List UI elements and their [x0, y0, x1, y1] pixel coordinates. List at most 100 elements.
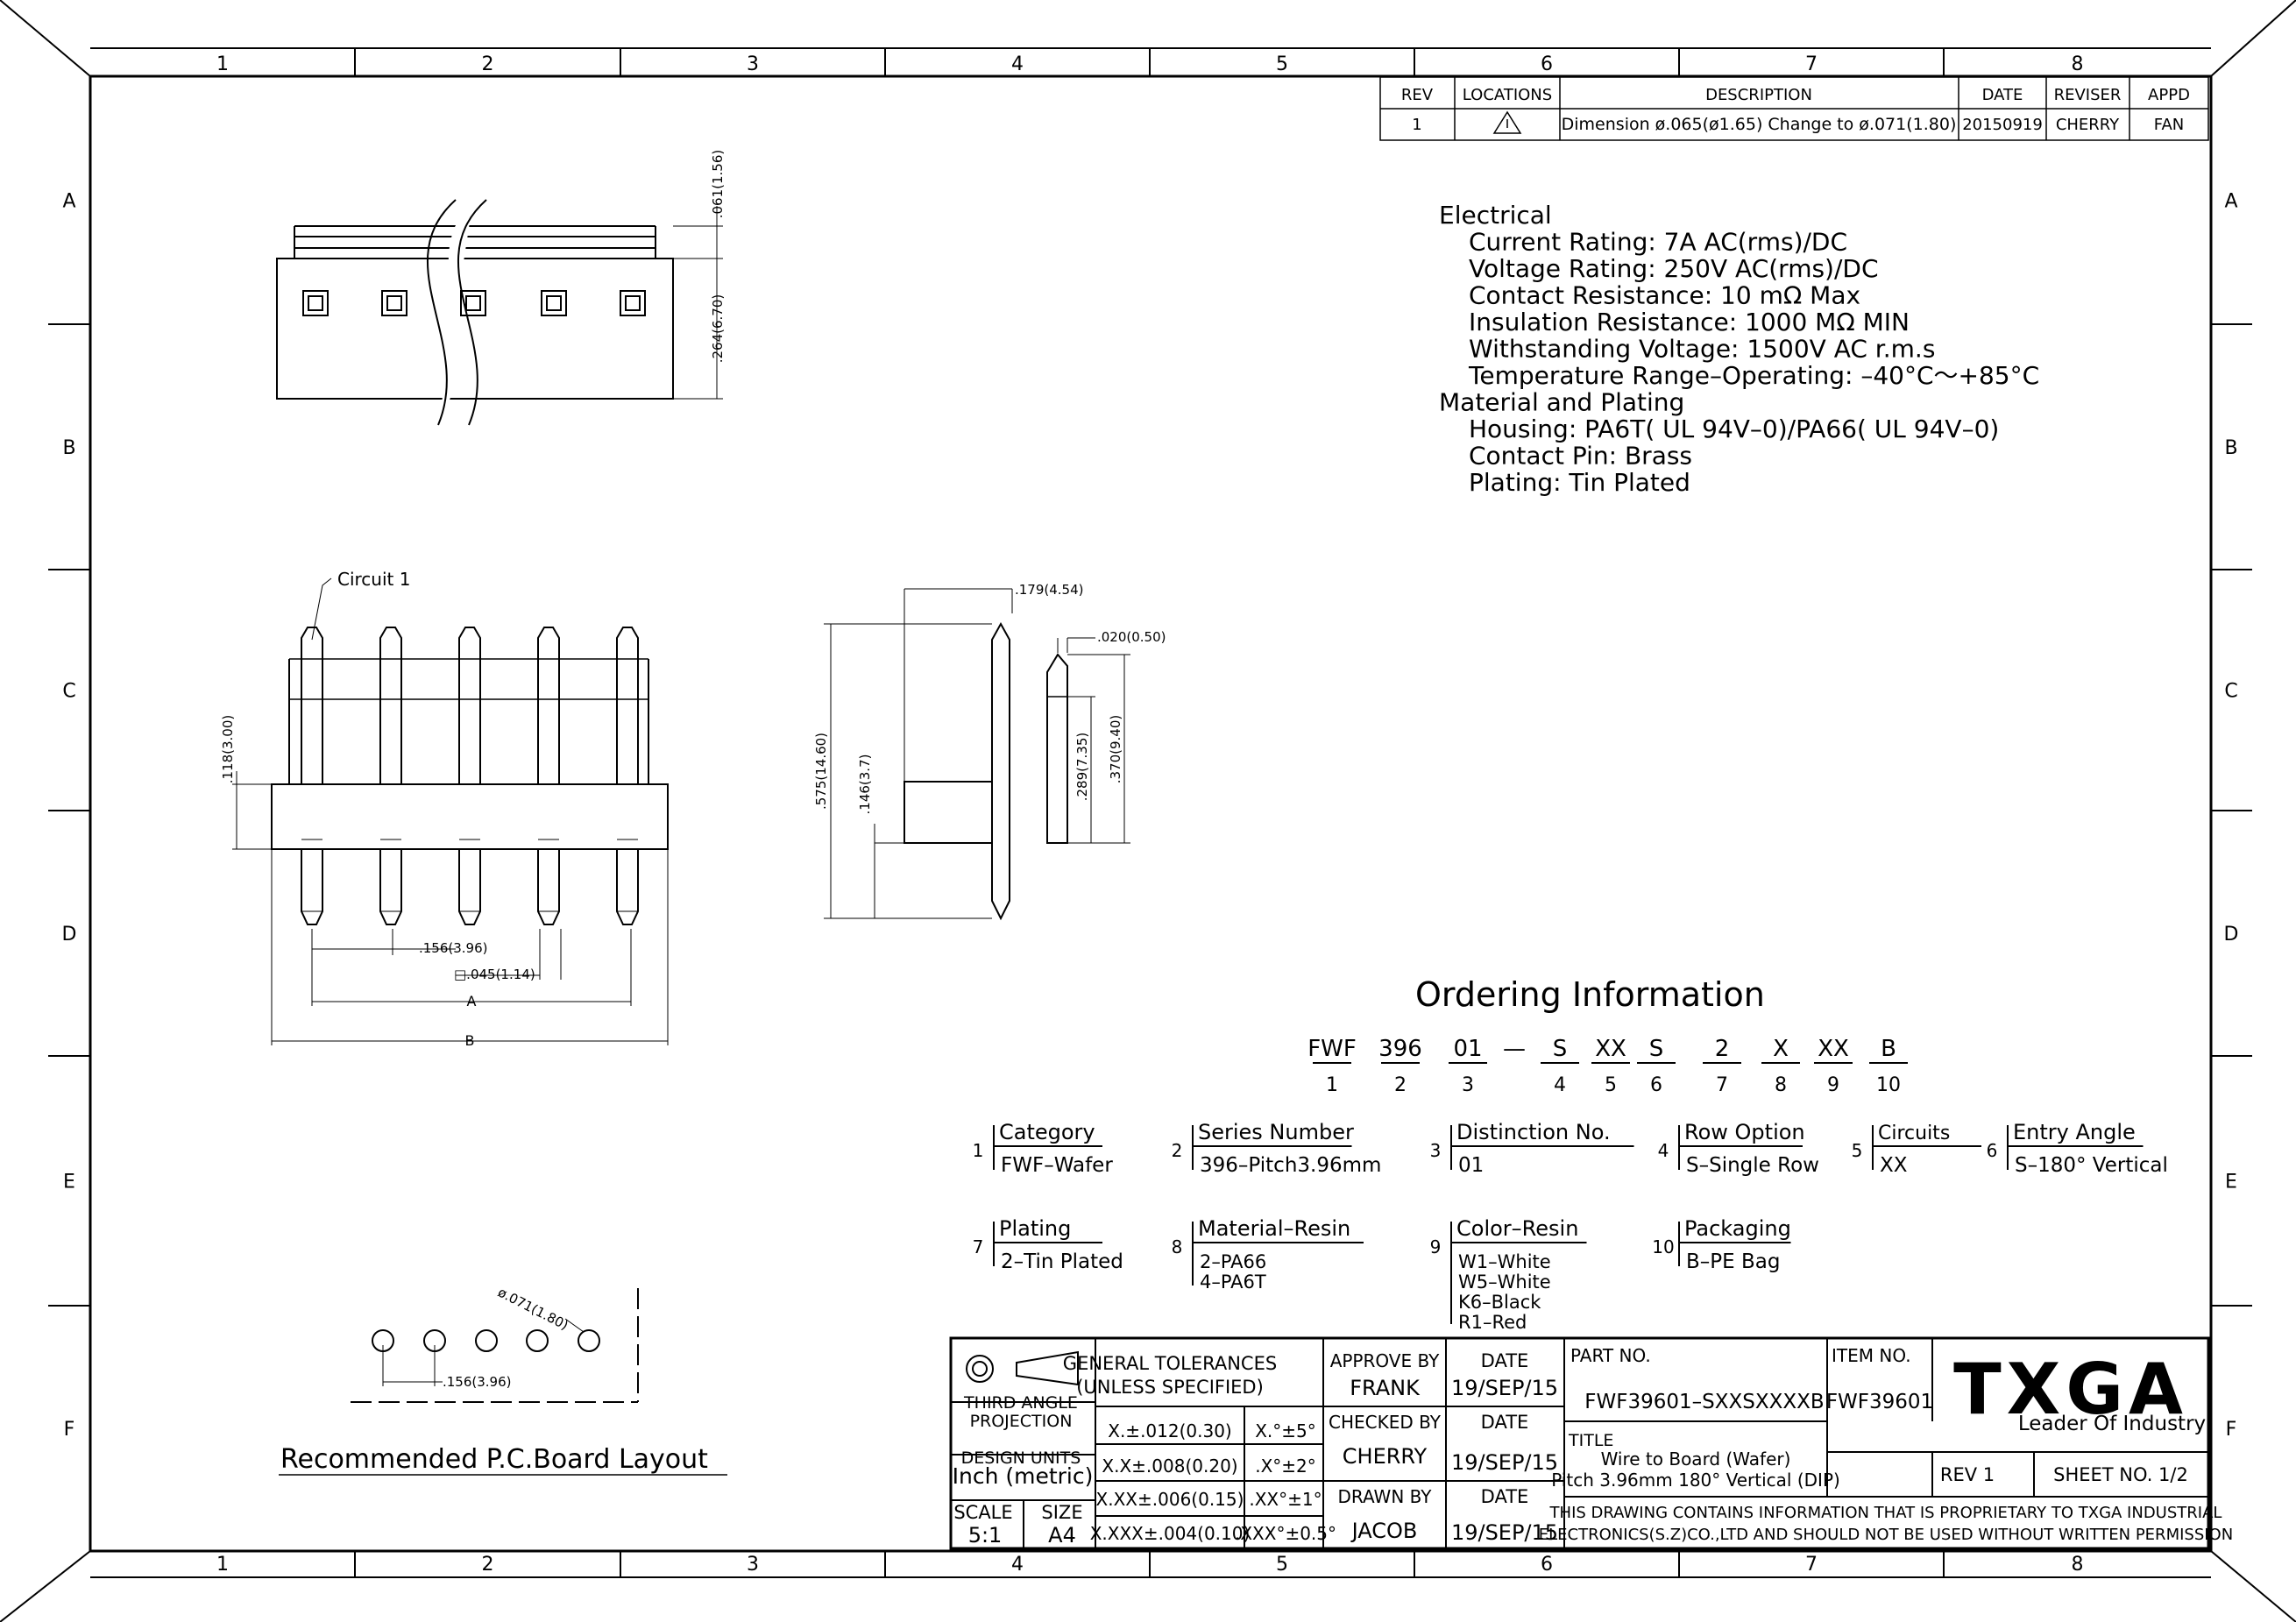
svg-text:2–PA66: 2–PA66 [1200, 1251, 1266, 1272]
revision-date: 20150919 [1962, 116, 2043, 134]
zone-col-label: 7 [1805, 53, 1818, 75]
pcb-layout-drawing [279, 1288, 727, 1476]
front-view-drawing [232, 577, 669, 1045]
dim-289: .289(7.35) [1074, 733, 1090, 802]
zone-col-label: 3 [747, 1554, 759, 1576]
pcb-pitch-dim: .156(3.96) [443, 1374, 512, 1390]
zone-row-label: A [62, 191, 75, 213]
spec-line: Plating: Tin Plated [1469, 468, 1690, 497]
svg-text:8: 8 [1172, 1236, 1183, 1257]
description-header: DESCRIPTION [1705, 86, 1812, 104]
ordering-code-number: 8 [1775, 1074, 1787, 1096]
revision-table [1379, 76, 2209, 141]
tolerance-linear: X.±.012(0.30) [1108, 1420, 1231, 1441]
proprietary-line-2: ELECTRONICS(S.Z)CO.,LTD AND SHOULD NOT B… [1539, 1526, 2233, 1544]
svg-text:Category: Category [999, 1120, 1095, 1144]
svg-text:396–Pitch3.96mm: 396–Pitch3.96mm [1200, 1154, 1381, 1177]
svg-text:5: 5 [1852, 1140, 1863, 1161]
dim-179: .179(4.54) [1015, 582, 1084, 598]
dim-b-label: B [465, 1032, 475, 1049]
zone-col-label: 8 [2072, 1554, 2084, 1576]
ordering-code-number: 3 [1462, 1074, 1474, 1096]
zone-col-label: 3 [747, 53, 759, 75]
spec-line: Contact Pin: Brass [1469, 442, 1692, 471]
zone-col-label: 8 [2072, 53, 2084, 75]
zone-col-label: 1 [216, 53, 229, 75]
zone-row-label: A [2224, 191, 2237, 213]
svg-text:K6–Black: K6–Black [1458, 1292, 1541, 1313]
approve-by-label: APPROVE BY [1330, 1350, 1440, 1371]
date-header: DATE [1982, 86, 2023, 104]
svg-text:2–Tin Plated: 2–Tin Plated [1001, 1250, 1123, 1273]
pcb-hole-diameter: ø.071(1.80) [495, 1285, 570, 1334]
ordering-code-segment: XX [1595, 1036, 1626, 1062]
ordering-code-number: 1 [1326, 1074, 1338, 1096]
tagline: Leader Of Industry [2018, 1413, 2206, 1435]
zone-row-label: D [2224, 924, 2239, 946]
rev-header: REV [1401, 86, 1434, 104]
checked-by-label: CHECKED BY [1329, 1412, 1442, 1433]
dim-370: .370(9.40) [1108, 715, 1123, 784]
svg-text:XX: XX [1880, 1154, 1908, 1177]
ordering-code-segment: XX [1818, 1036, 1849, 1062]
zone-col-label: 5 [1276, 53, 1288, 75]
svg-text:Material–Resin: Material–Resin [1198, 1216, 1350, 1241]
side-view-drawing [824, 588, 1130, 921]
drawer: JACOB [1350, 1519, 1418, 1543]
tolerance-angular: .XXX°±0.5° [1235, 1523, 1336, 1544]
item-no-value: FWF39601 [1826, 1391, 1933, 1413]
dim-a-label: A [467, 993, 477, 1009]
zone-col-label: 4 [1011, 1554, 1024, 1576]
spec-line: Electrical [1439, 201, 1552, 230]
title-label: TITLE [1568, 1431, 1613, 1450]
drawn-date: 19/SEP/15 [1451, 1520, 1558, 1545]
zone-row-label: D [62, 924, 77, 946]
svg-text:W5–White: W5–White [1458, 1271, 1551, 1293]
svg-text:R1–Red: R1–Red [1458, 1312, 1527, 1333]
proprietary-line-1: THIS DRAWING CONTAINS INFORMATION THAT I… [1549, 1504, 2222, 1522]
ordering-code-number: 2 [1394, 1074, 1407, 1096]
tolerance-linear: X.XXX±.004(0.10) [1090, 1523, 1251, 1544]
tolerance-angular: .XX°±1° [1249, 1489, 1322, 1510]
svg-text:10: 10 [1652, 1236, 1674, 1257]
svg-text:Row Option: Row Option [1684, 1120, 1805, 1144]
checked-date-label: DATE [1481, 1412, 1529, 1433]
approve-date: 19/SEP/15 [1451, 1376, 1558, 1400]
zone-row-label: C [2224, 681, 2237, 703]
svg-text:Packaging: Packaging [1684, 1216, 1791, 1241]
zone-row-label: B [62, 437, 75, 459]
ordering-code-number: 6 [1650, 1074, 1662, 1096]
dim-061: .061(1.56) [710, 150, 726, 219]
svg-text:FWF–Wafer: FWF–Wafer [1001, 1154, 1113, 1177]
zone-col-label: 6 [1541, 1554, 1553, 1576]
scale-value: 5:1 [968, 1523, 1003, 1548]
ordering-code-segment: FWF [1307, 1036, 1357, 1062]
dim-045: □.045(1.14) [454, 967, 535, 982]
svg-text:9: 9 [1430, 1236, 1442, 1257]
svg-text:Color–Resin: Color–Resin [1456, 1216, 1578, 1241]
size-value: A4 [1048, 1523, 1076, 1548]
svg-text:4–PA6T: 4–PA6T [1200, 1271, 1266, 1293]
design-units-value: Inch (metric) [953, 1463, 1094, 1489]
locations-header: LOCATIONS [1463, 86, 1552, 104]
svg-text:6: 6 [1987, 1140, 1998, 1161]
spec-line: Temperature Range–Operating: –40°C～+85°C [1468, 361, 2039, 390]
top-view-drawing [276, 199, 723, 426]
spec-line: Material and Plating [1439, 388, 1684, 417]
txga-logo: TXGA [1953, 1349, 2188, 1430]
projection-line2: PROJECTION [970, 1412, 1073, 1431]
projection-line1: THIRD ANGLE [963, 1393, 1078, 1413]
pcb-layout-title: Recommended P.C.Board Layout [280, 1444, 708, 1475]
sheet-number: SHEET NO. 1/2 [2053, 1464, 2188, 1485]
dim-575: .575(14.60) [813, 733, 829, 810]
